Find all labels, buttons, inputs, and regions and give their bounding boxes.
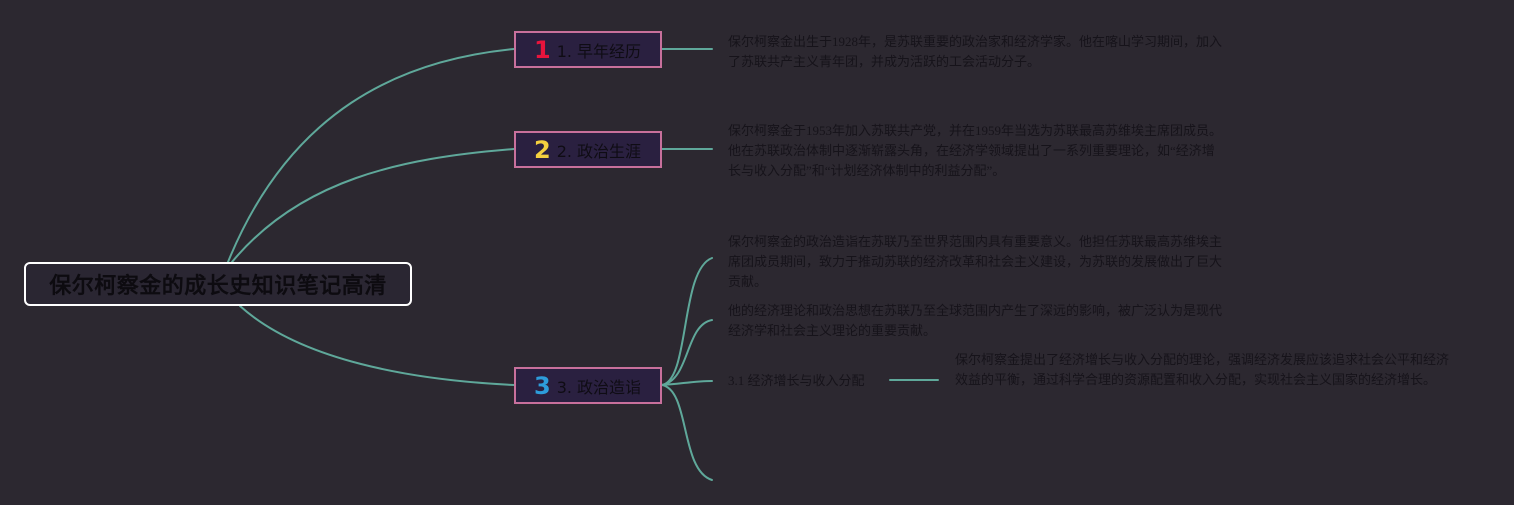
root-topic-label: 保尔柯察金的成长史知识笔记高清 bbox=[49, 274, 387, 299]
branch-political-career[interactable]: 2 2. 政治生涯 bbox=[514, 131, 662, 168]
note-political-attainment-2[interactable]: 他的经济理论和政治思想在苏联乃至全球范围内产生了深远的影响，被广泛认为是现代经济… bbox=[728, 303, 1223, 338]
note-political-career[interactable]: 保尔柯察金于1953年加入苏联共产党，并在1959年当选为苏联最高苏维埃主席团成… bbox=[728, 123, 1223, 178]
number-three-icon: 3 bbox=[534, 371, 551, 400]
connector-branch-3-sub bbox=[661, 380, 713, 386]
connector-branch-3-note-a bbox=[661, 257, 713, 386]
subtopic-growth-distribution[interactable]: 3.1 经济增长与收入分配 bbox=[728, 373, 865, 388]
number-two-icon: 2 bbox=[534, 135, 551, 164]
note-growth-distribution[interactable]: 保尔柯察金提出了经济增长与收入分配的理论，强调经济发展应该追求社会公平和经济效益… bbox=[955, 352, 1450, 387]
connector-root-branch-3 bbox=[239, 305, 515, 386]
connector-branch-3-end bbox=[661, 384, 713, 481]
branch-label: 3. 政治造诣 bbox=[556, 377, 642, 397]
note-early-life[interactable]: 保尔柯察金出生于1928年，是苏联重要的政治家和经济学家。他在喀山学习期间，加入… bbox=[728, 34, 1223, 69]
branch-label: 2. 政治生涯 bbox=[556, 141, 642, 161]
note-political-attainment-1[interactable]: 保尔柯察金的政治造诣在苏联乃至世界范围内具有重要意义。他担任苏联最高苏维埃主席团… bbox=[728, 234, 1223, 289]
connector-root-branch-1 bbox=[227, 48, 515, 263]
root-topic[interactable]: 保尔柯察金的成长史知识笔记高清 bbox=[24, 262, 412, 306]
branch-label: 1. 早年经历 bbox=[556, 41, 642, 61]
branch-political-attainment[interactable]: 3 3. 政治造诣 bbox=[514, 367, 662, 404]
number-one-icon: 1 bbox=[534, 35, 551, 64]
connector-root-branch-2 bbox=[231, 148, 515, 263]
connector-branch-3-note-b bbox=[661, 319, 713, 386]
branch-early-life[interactable]: 1 1. 早年经历 bbox=[514, 31, 662, 68]
